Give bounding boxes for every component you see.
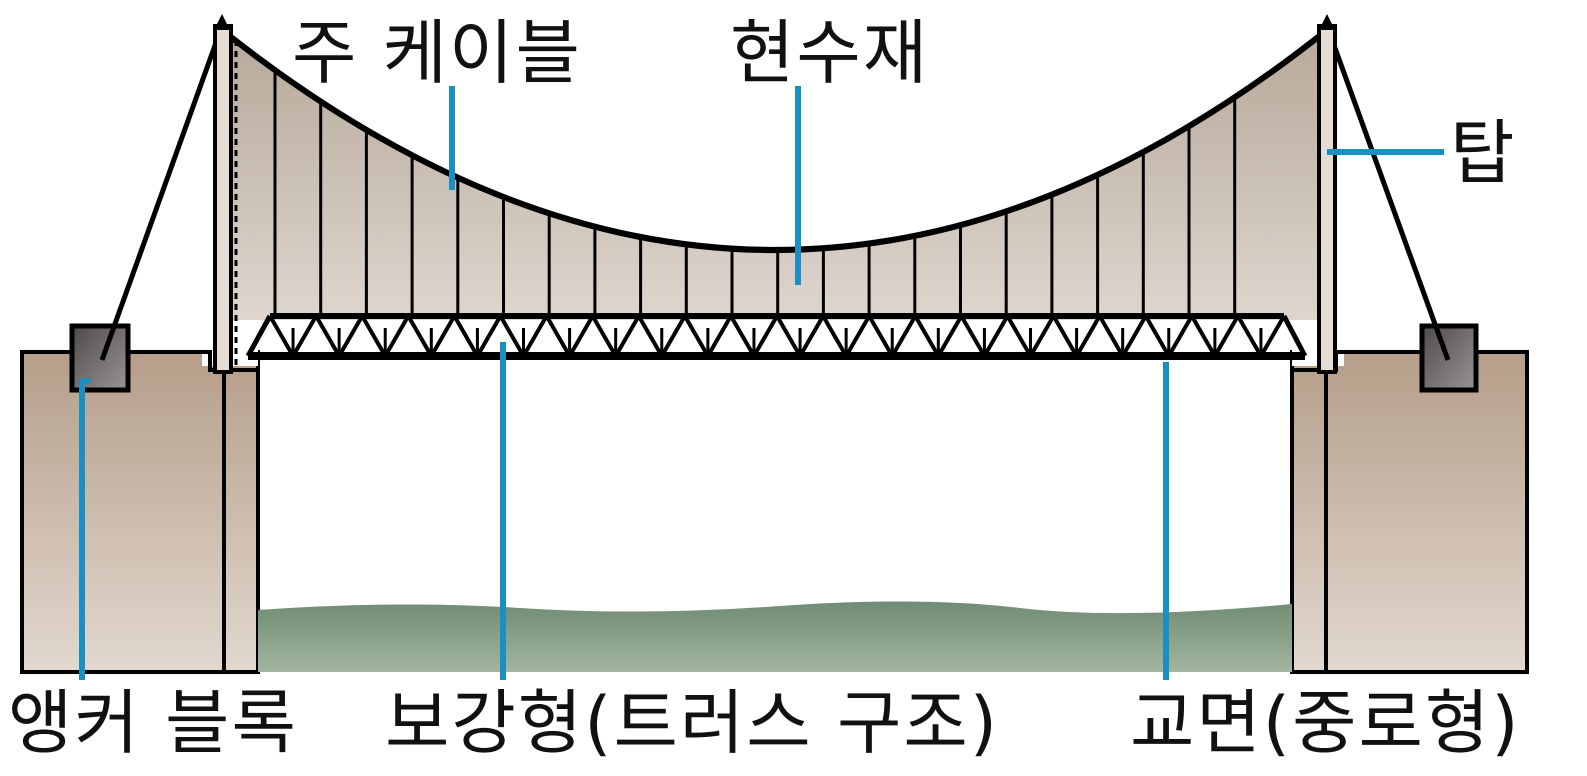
truss-diagonal — [867, 315, 894, 357]
tower-top-left — [214, 14, 230, 30]
label-hanger: 현수재 — [730, 12, 930, 94]
label-stiffening-girder: 보강형(트러스 구조) — [385, 682, 1000, 764]
truss-diagonal — [1005, 315, 1033, 357]
truss-diagonal — [683, 315, 710, 357]
leader-lines — [79, 86, 1444, 680]
truss-diagonal — [337, 315, 364, 357]
backstay-left — [99, 25, 225, 361]
truss-diagonal — [1051, 315, 1079, 357]
tower-top-right — [1319, 14, 1335, 30]
truss-diagonal — [1213, 315, 1240, 357]
truss-diagonal — [613, 315, 641, 357]
truss-diagonal — [982, 315, 1010, 357]
truss-diagonal — [936, 315, 964, 357]
truss-diagonal — [291, 315, 318, 357]
truss-diagonal — [729, 315, 756, 357]
backstay-right — [1324, 25, 1451, 361]
truss-diagonal — [360, 315, 387, 357]
main-cable — [220, 27, 1329, 253]
left-bank — [20, 350, 260, 674]
tower-left — [213, 24, 238, 374]
truss-diagonal — [1120, 315, 1148, 357]
truss-diagonal — [959, 315, 987, 357]
truss-diagonal — [452, 315, 480, 357]
label-main-cable: 주 케이블 — [292, 12, 582, 94]
truss-diagonal — [1259, 315, 1286, 357]
truss-diagonal — [798, 315, 825, 357]
truss-diagonal — [1097, 315, 1125, 357]
river-water — [258, 601, 1292, 672]
truss-diagonal — [660, 315, 687, 357]
truss-diagonal — [1028, 315, 1056, 357]
truss-diagonal — [752, 315, 779, 357]
truss-diagonal — [890, 315, 918, 357]
truss-diagonal — [1074, 315, 1102, 357]
truss-end-post — [245, 314, 273, 358]
stiffening-truss — [245, 313, 1308, 360]
truss-diagonal — [821, 315, 848, 357]
truss-diagonal — [775, 315, 802, 357]
truss-end-post — [1281, 314, 1308, 358]
truss-diagonal — [567, 315, 595, 357]
truss-diagonal — [636, 315, 664, 357]
truss-diagonal — [590, 315, 618, 357]
truss-diagonal — [268, 315, 295, 357]
label-tower: 탑 — [1450, 112, 1517, 194]
truss-diagonal — [1143, 315, 1171, 357]
truss-diagonal — [383, 315, 411, 357]
truss-diagonal — [498, 315, 526, 357]
truss-diagonal — [314, 315, 341, 357]
truss-diagonal — [429, 315, 457, 357]
tower-right — [1317, 24, 1337, 374]
truss-diagonal — [544, 315, 572, 357]
truss-diagonal — [1190, 315, 1217, 357]
label-anchor-block: 앵커 블록 — [8, 682, 298, 764]
truss-diagonal — [1236, 315, 1263, 357]
hanger-group — [273, 70, 1237, 316]
truss-diagonal — [844, 315, 871, 357]
truss-diagonal — [406, 315, 434, 357]
right-bank — [1290, 350, 1529, 674]
leader-anchor — [79, 377, 91, 680]
truss-diagonal — [521, 315, 549, 357]
truss-diagonal — [475, 315, 503, 357]
truss-diagonal — [1167, 315, 1194, 357]
truss-diagonal — [913, 315, 941, 357]
truss-diagonal — [706, 315, 733, 357]
label-deck: 교면(중로형) — [1130, 682, 1521, 764]
